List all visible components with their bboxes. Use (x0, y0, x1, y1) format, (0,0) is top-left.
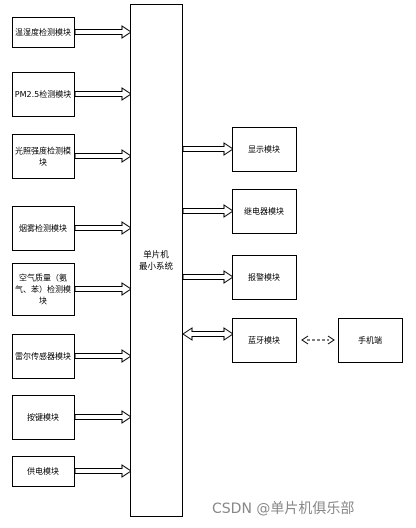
wireless-link (301, 335, 335, 345)
input-module-2-frame (12, 72, 75, 117)
arrow-output-3 (182, 270, 234, 284)
output-module-3: 报警模块 (232, 255, 297, 300)
links-layer (74, 25, 335, 478)
arrow-input-3 (74, 149, 132, 163)
input-module-6-label-line: 雷尔传感器模块 (15, 351, 71, 361)
input-module-7-frame (12, 395, 75, 440)
arrow-input-5 (74, 282, 132, 296)
input-module-5-label-line: 块 (39, 296, 47, 306)
input-module-8-label-line: 供电模块 (27, 466, 59, 476)
arrow-output-4 (182, 327, 234, 341)
output-module-3-label-line: 报警模块 (248, 272, 280, 282)
input-module-4-label-line: 烟雾检测模块 (19, 223, 67, 233)
input-module-2-label-line: PM2.5检测模块 (15, 89, 71, 99)
arrow-input-1 (74, 25, 132, 39)
output-module-1: 显示模块 (232, 127, 297, 172)
input-module-1-frame (12, 17, 75, 48)
input-module-5-frame (12, 263, 75, 316)
output-module-2: 继电器模块 (232, 189, 297, 234)
output-module-4-frame (232, 318, 297, 363)
input-module-7: 按键模块 (12, 395, 75, 440)
phone-box-frame (338, 318, 403, 363)
input-module-6: 雷尔传感器模块 (12, 334, 75, 379)
arrow-input-8 (74, 464, 132, 478)
arrow-output-1 (182, 142, 234, 156)
input-module-3-frame (12, 134, 75, 179)
input-module-4-frame (12, 206, 75, 251)
wireless-head-right (327, 335, 335, 345)
arrow-input-7 (74, 410, 132, 424)
arrow-output-2 (182, 204, 234, 218)
phone-box-label-line: 手机端 (358, 335, 382, 345)
input-module-8-frame (12, 456, 75, 487)
wireless-head-left (301, 335, 309, 345)
output-module-4: 蓝牙模块 (232, 318, 297, 363)
watermark: CSDN @单片机俱乐部 (212, 501, 355, 517)
arrow-input-6 (74, 349, 132, 363)
arrow-input-4 (74, 221, 132, 235)
boxes-layer: 温湿度检测模块PM2.5检测模块光照强度检测模块烟雾检测模块空气质量（氨气、苯）… (12, 4, 403, 517)
input-module-5: 空气质量（氨气、苯）检测模块 (12, 263, 75, 316)
input-module-5-label-line: 气、苯）检测模 (15, 284, 71, 294)
input-module-2: PM2.5检测模块 (12, 72, 75, 117)
input-module-4: 烟雾检测模块 (12, 206, 75, 251)
mcu-box-label-line: 单片机 (143, 249, 169, 260)
output-module-4-label-line: 蓝牙模块 (248, 335, 280, 345)
input-module-5-label-line: 空气质量（氨 (19, 273, 67, 283)
output-module-3-frame (232, 255, 297, 300)
input-module-6-frame (12, 334, 75, 379)
output-module-2-frame (232, 189, 297, 234)
output-module-1-frame (232, 127, 297, 172)
mcu-box-label-line: 最小系统 (139, 261, 174, 272)
arrow-input-2 (74, 87, 132, 101)
output-module-1-label-line: 显示模块 (248, 144, 280, 154)
input-module-8: 供电模块 (12, 456, 75, 487)
input-module-3-label-line: 块 (39, 157, 47, 167)
input-module-3-label-line: 光照强度检测模 (15, 145, 71, 155)
input-module-7-label-line: 按键模块 (27, 412, 59, 422)
phone-box: 手机端 (338, 318, 403, 363)
output-module-2-label-line: 继电器模块 (244, 206, 284, 216)
mcu-box-frame (130, 4, 183, 517)
input-module-1: 温湿度检测模块 (12, 17, 75, 48)
input-module-1-label-line: 温湿度检测模块 (15, 27, 71, 37)
